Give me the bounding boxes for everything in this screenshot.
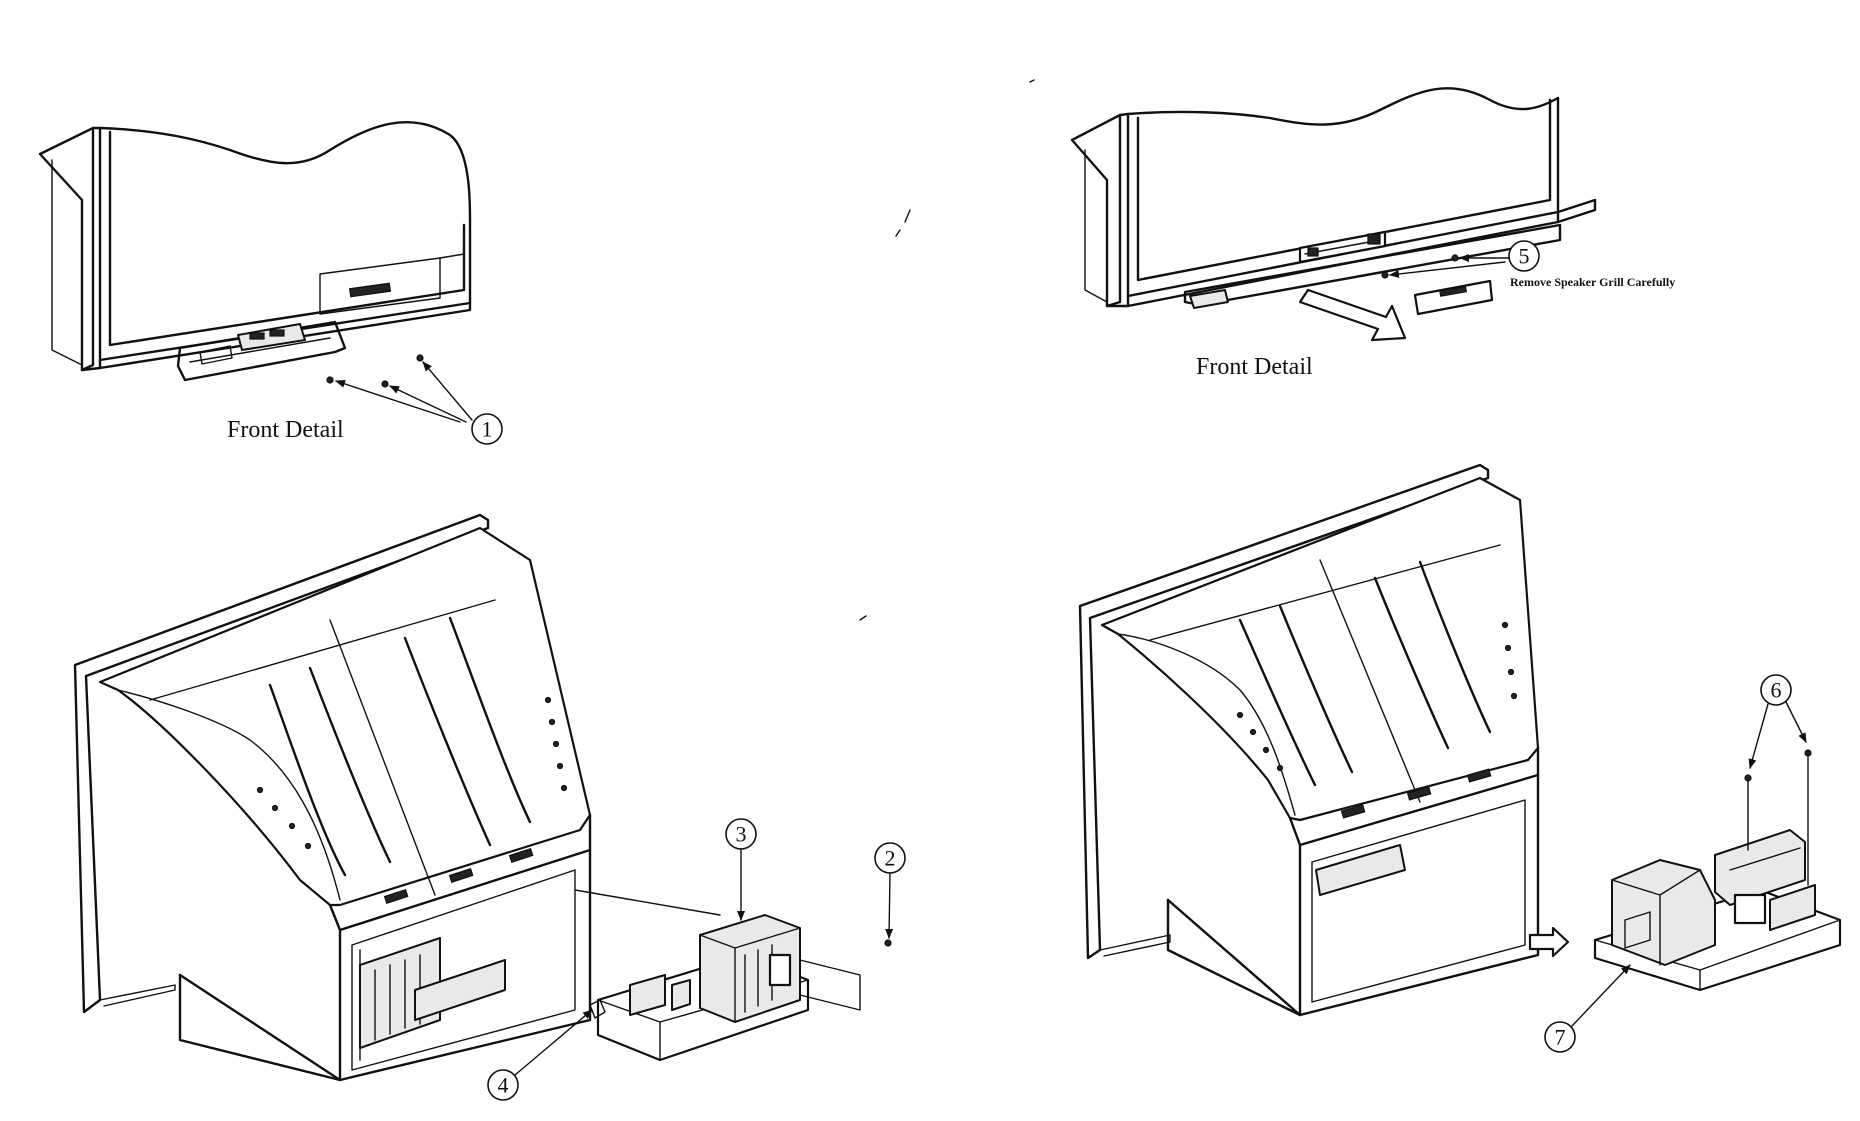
cutaway-edge (1126, 87, 1560, 126)
callout-number: 2 (885, 846, 896, 871)
front-detail-left-view (38, 121, 473, 423)
callout-4: 4 (487, 1009, 593, 1101)
callout-3: 3 (725, 818, 757, 921)
callout-number: 6 (1771, 678, 1782, 703)
callout-1: 1 (471, 413, 503, 445)
speaker-grill (1413, 279, 1494, 316)
removal-direction-arrow (1528, 926, 1570, 958)
vent-slot (308, 666, 392, 864)
callout-5: 5 (1507, 240, 1540, 272)
callout-number: 3 (736, 822, 747, 847)
vent-slot (1418, 560, 1492, 734)
rear-hood (98, 526, 592, 907)
callout-number: 5 (1519, 244, 1530, 269)
tv-front-bezel (73, 513, 490, 1014)
front-detail-caption: Front Detail (1196, 354, 1313, 380)
vent-slot (1238, 618, 1317, 787)
tv-side-panel (38, 126, 95, 372)
front-pedestal (176, 320, 347, 382)
main-chassis-module (589, 914, 861, 1062)
rear-hood (1100, 476, 1540, 822)
front-detail-caption: Front Detail (227, 417, 344, 443)
vent-slot (1373, 576, 1450, 750)
vent-slot (268, 683, 347, 877)
tv-side-panel (1070, 113, 1122, 308)
front-detail-right-view (1070, 87, 1597, 342)
rear-view-left (73, 513, 892, 1082)
tv-screen-frame (1118, 96, 1560, 298)
speaker-grill-note: Remove Speaker Grill Carefully (1510, 275, 1675, 289)
vent-slot (1278, 604, 1354, 774)
tv-front-bezel (1078, 463, 1490, 960)
callout-7: 7 (1544, 964, 1631, 1053)
rear-cabinet-box (338, 848, 592, 1082)
callout-6: 6 (1748, 674, 1807, 769)
callout-number: 1 (482, 417, 493, 442)
callout-2: 2 (874, 842, 906, 939)
rear-cabinet-box (1298, 773, 1540, 1017)
vent-slot (448, 616, 532, 824)
callout-number: 4 (498, 1073, 509, 1098)
rear-view-right (1078, 463, 1842, 1017)
light-engine-module (1593, 829, 1842, 992)
removal-direction-arrow (1298, 288, 1407, 342)
cutaway-edge (98, 121, 472, 222)
vent-slot (403, 636, 492, 847)
callout-number: 7 (1555, 1025, 1566, 1050)
